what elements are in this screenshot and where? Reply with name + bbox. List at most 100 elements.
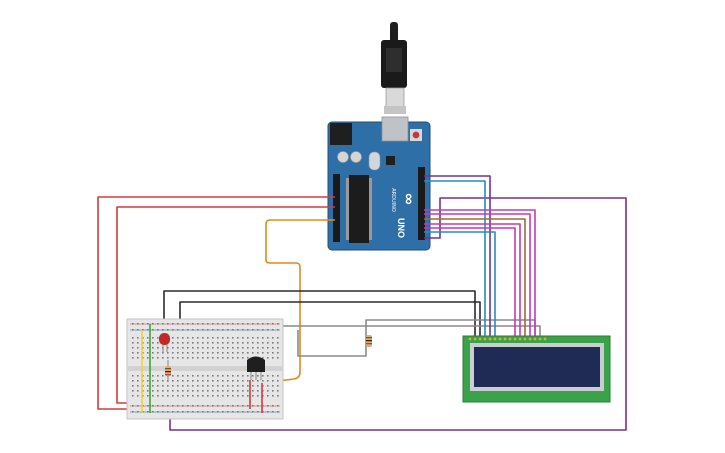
wire-purple-long[interactable] [169, 197, 627, 431]
breadboard-hole [177, 380, 179, 382]
breadboard-hole [162, 329, 164, 331]
breadboard-hole [157, 375, 159, 377]
wire-magenta-3[interactable] [424, 223, 521, 337]
breadboard-hole [172, 352, 174, 354]
arduino-uno-board[interactable]: ∞ ARDUINO UNO [327, 116, 431, 251]
breadboard-hole [217, 411, 219, 413]
breadboard-hole [252, 323, 254, 325]
breadboard-hole [277, 385, 279, 387]
wire-brown[interactable] [424, 218, 526, 337]
breadboard-hole [277, 337, 279, 339]
breadboard-hole [242, 395, 244, 397]
resistor-contrast[interactable] [366, 335, 372, 347]
breadboard-hole [132, 347, 134, 349]
breadboard-hole [227, 380, 229, 382]
breadboard-hole [267, 411, 269, 413]
breadboard-hole [192, 352, 194, 354]
wire-magenta-1[interactable] [424, 209, 536, 337]
breadboard-hole [232, 347, 234, 349]
breadboard-hole [182, 385, 184, 387]
breadboard-hole [162, 375, 164, 377]
wire-red-inner[interactable] [116, 206, 335, 404]
breadboard-hole [147, 375, 149, 377]
breadboard-hole [267, 337, 269, 339]
breadboard-hole [187, 337, 189, 339]
breadboard-hole [272, 395, 274, 397]
red-led[interactable] [159, 333, 170, 352]
breadboard-hole [232, 357, 234, 359]
breadboard-hole [197, 375, 199, 377]
breadboard-hole [172, 405, 174, 407]
breadboard-hole [272, 385, 274, 387]
breadboard-hole [192, 329, 194, 331]
breadboard-hole [227, 323, 229, 325]
breadboard-hole [197, 385, 199, 387]
breadboard-hole [137, 352, 139, 354]
breadboard-hole [212, 390, 214, 392]
wire-magenta-2[interactable] [424, 213, 531, 337]
breadboard-hole [157, 352, 159, 354]
lcd-pin [523, 337, 527, 341]
breadboard-hole [132, 385, 134, 387]
breadboard-hole [247, 390, 249, 392]
breadboard-hole [207, 337, 209, 339]
breadboard-hole [272, 347, 274, 349]
breadboard-hole [147, 352, 149, 354]
breadboard-hole [152, 375, 154, 377]
breadboard-hole [247, 337, 249, 339]
breadboard-hole [217, 390, 219, 392]
breadboard-hole [272, 323, 274, 325]
wire-blue-1[interactable] [424, 180, 486, 337]
lcd-pin [478, 337, 482, 341]
breadboard-hole [217, 395, 219, 397]
breadboard-hole [272, 329, 274, 331]
breadboard-hole [207, 352, 209, 354]
temperature-sensor[interactable] [247, 356, 265, 381]
board-model-label: UNO [396, 218, 406, 238]
breadboard-hole [227, 411, 229, 413]
breadboard-hole [207, 347, 209, 349]
breadboard-hole [232, 385, 234, 387]
breadboard-hole [152, 385, 154, 387]
breadboard-hole [182, 352, 184, 354]
lcd-16x2[interactable] [462, 335, 611, 403]
breadboard-hole [172, 411, 174, 413]
wire-magenta-4[interactable] [424, 227, 516, 337]
lcd-pin [503, 337, 507, 341]
wire-blue-2[interactable] [424, 231, 496, 337]
breadboard-hole [247, 411, 249, 413]
breadboard-hole [147, 405, 149, 407]
breadboard-hole [192, 380, 194, 382]
breadboard-hole [252, 352, 254, 354]
breadboard-hole [187, 380, 189, 382]
wire-purple-top[interactable] [424, 175, 491, 337]
breadboard-hole [177, 390, 179, 392]
breadboard-hole [182, 357, 184, 359]
breadboard-hole [152, 329, 154, 331]
resistor-led[interactable] [165, 360, 171, 382]
breadboard-hole [132, 337, 134, 339]
breadboard-hole [217, 380, 219, 382]
breadboard-hole [167, 390, 169, 392]
breadboard-hole [232, 337, 234, 339]
breadboard-hole [202, 347, 204, 349]
breadboard-hole [137, 342, 139, 344]
breadboard-hole [232, 411, 234, 413]
breadboard-hole [272, 411, 274, 413]
wire-gray-1[interactable] [270, 325, 541, 337]
breadboard-hole [212, 342, 214, 344]
usb-cable [381, 22, 407, 114]
breadboard-hole [132, 352, 134, 354]
breadboard-hole [152, 357, 154, 359]
breadboard-hole [172, 380, 174, 382]
breadboard-hole [222, 411, 224, 413]
breadboard-hole [212, 380, 214, 382]
wire-black-1[interactable] [163, 290, 476, 337]
wire-orange[interactable] [261, 219, 335, 384]
breadboard-hole [162, 411, 164, 413]
breadboard-hole [257, 375, 259, 377]
breadboard-hole [237, 329, 239, 331]
wire-red-outer[interactable] [97, 196, 335, 410]
